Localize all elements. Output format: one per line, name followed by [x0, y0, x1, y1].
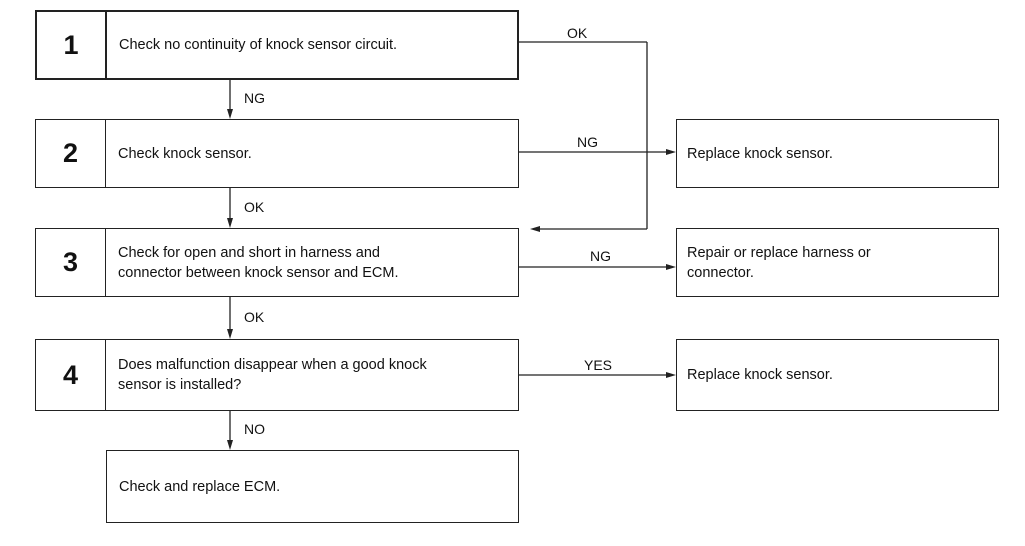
- step-4-box: 4 Does malfunction disappear when a good…: [35, 339, 519, 411]
- arrowhead-step4-no: [227, 440, 233, 450]
- arrowhead-step3-ng: [666, 264, 676, 270]
- arrowhead-step4-yes: [666, 372, 676, 378]
- step-3-text: Check for open and short in harness and …: [118, 244, 399, 281]
- step-2-box: 2 Check knock sensor.: [35, 119, 519, 188]
- arrowhead-step1-ng: [227, 109, 233, 119]
- arrowhead-step1-ok: [530, 226, 540, 232]
- arrowhead-step2-ok: [227, 218, 233, 228]
- final-action-text: Check and replace ECM.: [119, 478, 281, 495]
- step-1-text: Check no continuity of knock sensor circ…: [119, 37, 398, 53]
- label-step4-no: NO: [244, 421, 265, 437]
- step-1-box: 1 Check no continuity of knock sensor ci…: [35, 10, 519, 80]
- step-4-text: Does malfunction disappear when a good k…: [118, 357, 427, 393]
- action-replace-knock-sensor-box-1: Replace knock sensor.: [676, 119, 999, 188]
- label-step2-ok: OK: [244, 199, 265, 215]
- label-step1-ng: NG: [244, 90, 265, 106]
- action-replace-knock-sensor-box-2: Replace knock sensor.: [676, 339, 999, 411]
- step-3-box: 3 Check for open and short in harness an…: [35, 228, 519, 297]
- action-1-text: Replace knock sensor.: [687, 145, 833, 162]
- step-4-number: 4: [36, 340, 106, 410]
- label-step4-yes: YES: [584, 357, 613, 373]
- arrowhead-step2-ng: [666, 149, 676, 155]
- final-action-box: Check and replace ECM.: [106, 450, 519, 523]
- arrowhead-step3-ok: [227, 329, 233, 339]
- action-2-text: Repair or replace harness or connector.: [687, 244, 871, 281]
- label-step2-ng: NG: [577, 134, 598, 150]
- label-step3-ng: NG: [590, 248, 611, 264]
- step-1-number: 1: [37, 12, 107, 78]
- step-3-number: 3: [36, 229, 106, 296]
- action-repair-harness-box: Repair or replace harness or connector.: [676, 228, 999, 297]
- step-2-text: Check knock sensor.: [118, 145, 252, 162]
- action-3-text: Replace knock sensor.: [687, 367, 833, 383]
- label-step1-ok: OK: [567, 25, 588, 41]
- label-step3-ok: OK: [244, 309, 265, 325]
- step-2-number: 2: [36, 120, 106, 187]
